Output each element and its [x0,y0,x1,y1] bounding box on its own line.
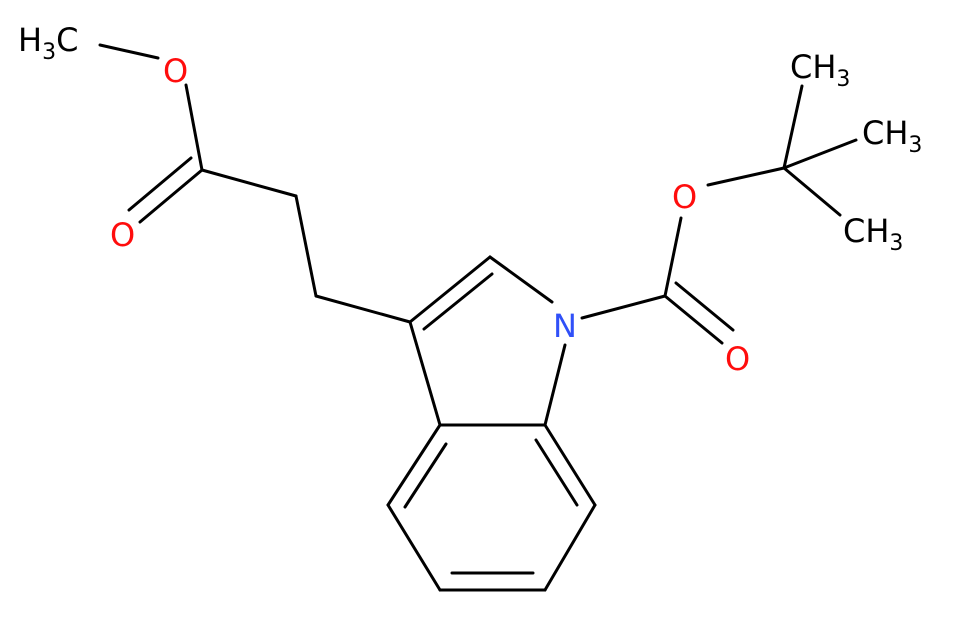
ch3-top-main: CH [790,48,836,86]
bond-c3a-c4 [386,423,442,507]
bond-cq-ch3-top [782,84,804,170]
bond-c3-c2 [408,255,492,324]
bond-c7-c7a [543,423,597,507]
ch3-mid-sub: 3 [908,133,922,158]
ch3-bot-sub: 3 [889,231,903,256]
bond-c6-c7 [543,503,597,592]
methyl-h: H [18,21,42,59]
bond-c-boc-o-ether [663,216,683,298]
tbutyl-ch3-bot: CH3 [843,212,903,256]
methyl-sub: 3 [42,40,56,65]
bond-c-ch2 [200,168,298,198]
atom-labels: H3C O O N O O CH3 CH3 CH3 [18,21,922,378]
bond-c4-c5 [386,503,442,592]
bond-ch3-o [98,43,160,60]
bond-n-c7a [543,343,567,427]
bond-o-ether-cq [706,166,786,187]
methyl-ester-label: H3C [18,21,78,65]
bond-c-o-double-b [127,156,193,212]
bond-c3a-c3 [408,320,442,427]
bond-n-c-boc [580,294,667,320]
bond-c-boc-o-double-b [674,281,735,332]
bond-ch2-ch2 [294,194,318,298]
boc-carbonyl-oxygen: O [725,340,750,378]
ch3-bot-main: CH [843,212,889,250]
carbonyl-oxygen-left: O [110,216,135,254]
bond-cq-ch3-mid [782,138,858,170]
bond-c-o-double-a [138,168,204,224]
bond-ch2-c3 [314,294,412,324]
bond-cq-ch3-bot [782,166,842,217]
bond-c3-c2-inner [422,272,494,331]
ring-nitrogen: N [553,307,577,345]
boc-ether-oxygen: O [672,178,697,216]
bond-c7-c7a-inner [534,438,579,507]
tbutyl-ch3-top: CH3 [790,48,850,92]
ether-oxygen-top: O [163,52,188,90]
tbutyl-ch3-mid: CH3 [862,114,922,158]
ch3-top-sub: 3 [836,67,850,92]
bond-c2-n [488,255,554,304]
ch3-mid-main: CH [862,114,908,152]
methyl-c: C [56,21,78,59]
bond-o-c-ester [184,83,204,172]
bond-c3a-c4-inner [403,442,448,509]
bond-c-boc-o-double-a [663,294,724,345]
bonds [98,43,858,592]
